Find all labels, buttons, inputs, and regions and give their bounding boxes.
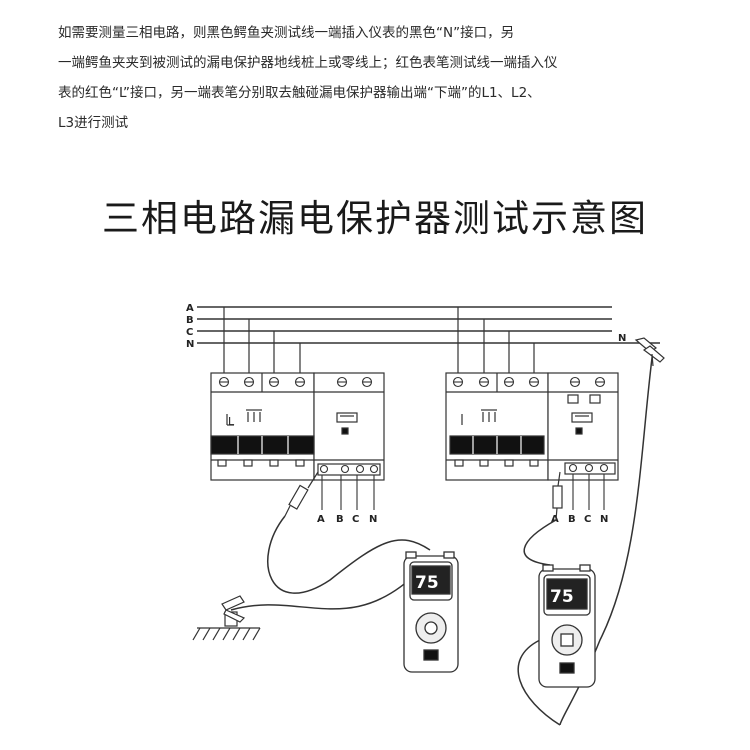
- right-output-leads: [572, 474, 605, 510]
- n-clamp-icon: [634, 337, 665, 367]
- bus-label-n-right: N: [618, 333, 626, 344]
- left-meter-reading: 75: [415, 573, 439, 593]
- right-breaker: [445, 372, 619, 481]
- left-probe-icon: [284, 471, 319, 517]
- left-breaker-screws: [218, 376, 379, 474]
- paragraph-line: 表的红色“L”接口，另一端表笔分别取去触碰漏电保护器输出端“下端”的L1、L2、: [58, 85, 541, 101]
- bus-labels: A B C N N: [186, 303, 626, 350]
- left-terminal-c: C: [352, 514, 359, 525]
- left-terminal-labels: A B C N: [317, 514, 377, 525]
- left-breaker-tag: L: [228, 415, 235, 428]
- test-leads: [230, 349, 654, 726]
- bus-label-c: C: [186, 327, 193, 338]
- left-meter: [403, 551, 459, 673]
- right-breaker-screws: [452, 376, 609, 473]
- right-terminal-c: C: [584, 514, 591, 525]
- left-terminal-a: A: [317, 514, 325, 525]
- instruction-paragraph: 如需要测量三相电路，则黑色鳄鱼夹测试线一端插入仪表的黑色“N”接口，另 一端鳄鱼…: [58, 18, 718, 138]
- bus-label-a: A: [186, 303, 194, 314]
- left-breaker: [210, 372, 385, 481]
- paragraph-line: 如需要测量三相电路，则黑色鳄鱼夹测试线一端插入仪表的黑色“N”接口，另: [58, 25, 515, 41]
- right-probe-icon: [552, 471, 563, 521]
- right-meter: [538, 564, 596, 688]
- paragraph-line: L3进行测试: [58, 115, 129, 131]
- left-drops: [223, 307, 301, 376]
- left-terminal-n: N: [369, 514, 377, 525]
- right-terminal-labels: A B C N: [551, 514, 608, 525]
- right-meter-reading: 75: [550, 587, 574, 607]
- right-terminal-n: N: [600, 514, 608, 525]
- right-terminal-a: A: [551, 514, 559, 525]
- bus-bars: [197, 306, 660, 344]
- bus-label-b: B: [186, 315, 194, 326]
- paragraph-line: 一端鳄鱼夹夹到被测试的漏电保护器地线桩上或零线上；红色表笔测试线一端插入仪: [58, 55, 558, 71]
- ground-icon: [192, 595, 261, 641]
- diagram-title: 三相电路漏电保护器测试示意图: [102, 197, 648, 240]
- right-terminal-b: B: [568, 514, 576, 525]
- left-terminal-b: B: [336, 514, 344, 525]
- left-output-leads: [321, 475, 375, 510]
- right-drops: [457, 307, 535, 376]
- bus-label-n: N: [186, 339, 194, 350]
